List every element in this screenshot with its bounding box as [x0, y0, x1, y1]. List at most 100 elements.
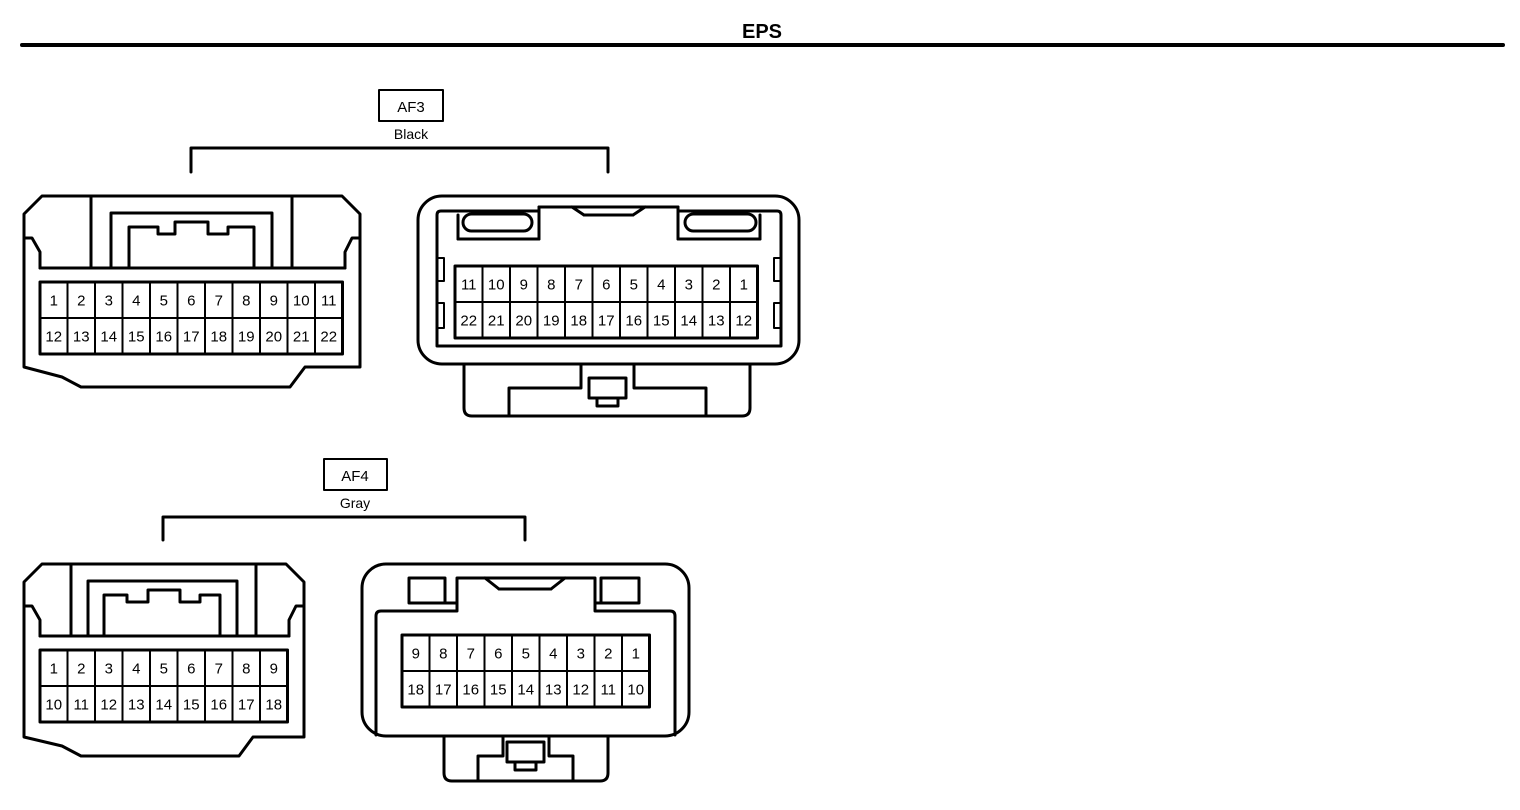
pin-number: 8: [547, 276, 555, 293]
connector-bracket: [189, 146, 610, 174]
pin-number: 9: [412, 645, 420, 662]
pin-number: 15: [653, 312, 670, 329]
pin-number: 7: [215, 660, 223, 677]
pin-number: 18: [570, 312, 587, 329]
pin-number: 11: [461, 276, 477, 293]
page-title: EPS: [742, 21, 782, 43]
male-housing: [22, 562, 306, 758]
pin-number: 19: [238, 328, 255, 345]
pin-number: 20: [515, 312, 532, 329]
pin-number: 22: [460, 312, 477, 329]
pin-number: 12: [572, 681, 589, 698]
pin-number: 14: [100, 328, 117, 345]
pin-number: 11: [73, 696, 89, 713]
pin-number: 14: [680, 312, 697, 329]
connector-color: Black: [394, 126, 429, 142]
pin-number: 2: [712, 276, 720, 293]
pin-number: 10: [488, 276, 505, 293]
male-housing: [22, 194, 362, 389]
pin-number: 21: [488, 312, 505, 329]
connector-code: AF4: [341, 468, 369, 485]
connector-color: Gray: [340, 495, 370, 511]
pin-number: 17: [183, 328, 200, 345]
pin-number: 3: [105, 660, 113, 677]
pin-number: 4: [132, 660, 140, 677]
pin-number: 22: [320, 328, 337, 345]
pin-number: 18: [210, 328, 227, 345]
pin-number: 1: [50, 292, 58, 309]
pin-number: 1: [50, 660, 58, 677]
pin-number: 13: [128, 696, 145, 713]
pin-number: 21: [293, 328, 310, 345]
pin-number: 6: [494, 645, 502, 662]
pin-number: 14: [517, 681, 534, 698]
female-housing: [416, 194, 801, 418]
pin-number: 15: [128, 328, 145, 345]
pin-cell: [314, 317, 344, 355]
pin-number: 10: [45, 696, 62, 713]
pin-number: 2: [77, 292, 85, 309]
pin-number: 16: [462, 681, 479, 698]
pin-number: 13: [73, 328, 90, 345]
pin-number: 8: [242, 660, 250, 677]
pin-number: 15: [490, 681, 507, 698]
pin-number: 3: [105, 292, 113, 309]
pin-number: 16: [155, 328, 172, 345]
pin-number: 17: [238, 696, 255, 713]
pin-number: 3: [577, 645, 585, 662]
pin-number: 12: [45, 328, 62, 345]
pin-number: 13: [708, 312, 725, 329]
pin-number: 17: [435, 681, 452, 698]
pin-number: 1: [740, 276, 748, 293]
pin-number: 4: [657, 276, 665, 293]
pin-number: 7: [575, 276, 583, 293]
pin-number: 8: [439, 645, 447, 662]
pin-number: 11: [600, 681, 616, 698]
pin-number: 20: [265, 328, 282, 345]
pin-number: 12: [100, 696, 117, 713]
female-housing: [360, 562, 691, 783]
connector-code-box: [378, 89, 444, 122]
pin-number: 8: [242, 292, 250, 309]
pin-number: 3: [685, 276, 693, 293]
pin-number: 17: [598, 312, 615, 329]
pin-number: 9: [520, 276, 528, 293]
pin-number: 15: [183, 696, 200, 713]
pin-number: 13: [545, 681, 562, 698]
pin-number: 5: [160, 660, 168, 677]
pin-number: 5: [630, 276, 638, 293]
pin-number: 16: [210, 696, 227, 713]
pin-number: 2: [77, 660, 85, 677]
pin-number: 5: [160, 292, 168, 309]
pin-cell: [621, 670, 651, 708]
pin-number: 4: [132, 292, 140, 309]
pin-number: 5: [522, 645, 530, 662]
pin-number: 11: [321, 292, 337, 309]
connector-code: AF3: [397, 99, 425, 116]
pin-number: 1: [632, 645, 640, 662]
pin-number: 10: [293, 292, 310, 309]
pin-number: 18: [265, 696, 282, 713]
pin-number: 2: [604, 645, 612, 662]
pin-number: 4: [549, 645, 557, 662]
pin-number: 7: [215, 292, 223, 309]
pin-number: 7: [467, 645, 475, 662]
pin-number: 12: [735, 312, 752, 329]
pin-number: 10: [627, 681, 644, 698]
pin-number: 9: [270, 660, 278, 677]
pin-number: 6: [602, 276, 610, 293]
pin-cell: [259, 685, 289, 723]
pin-cell: [729, 301, 759, 339]
pin-number: 9: [270, 292, 278, 309]
pin-number: 6: [187, 292, 195, 309]
pin-number: 6: [187, 660, 195, 677]
pin-number: 16: [625, 312, 642, 329]
connector-code-box: [323, 458, 388, 491]
